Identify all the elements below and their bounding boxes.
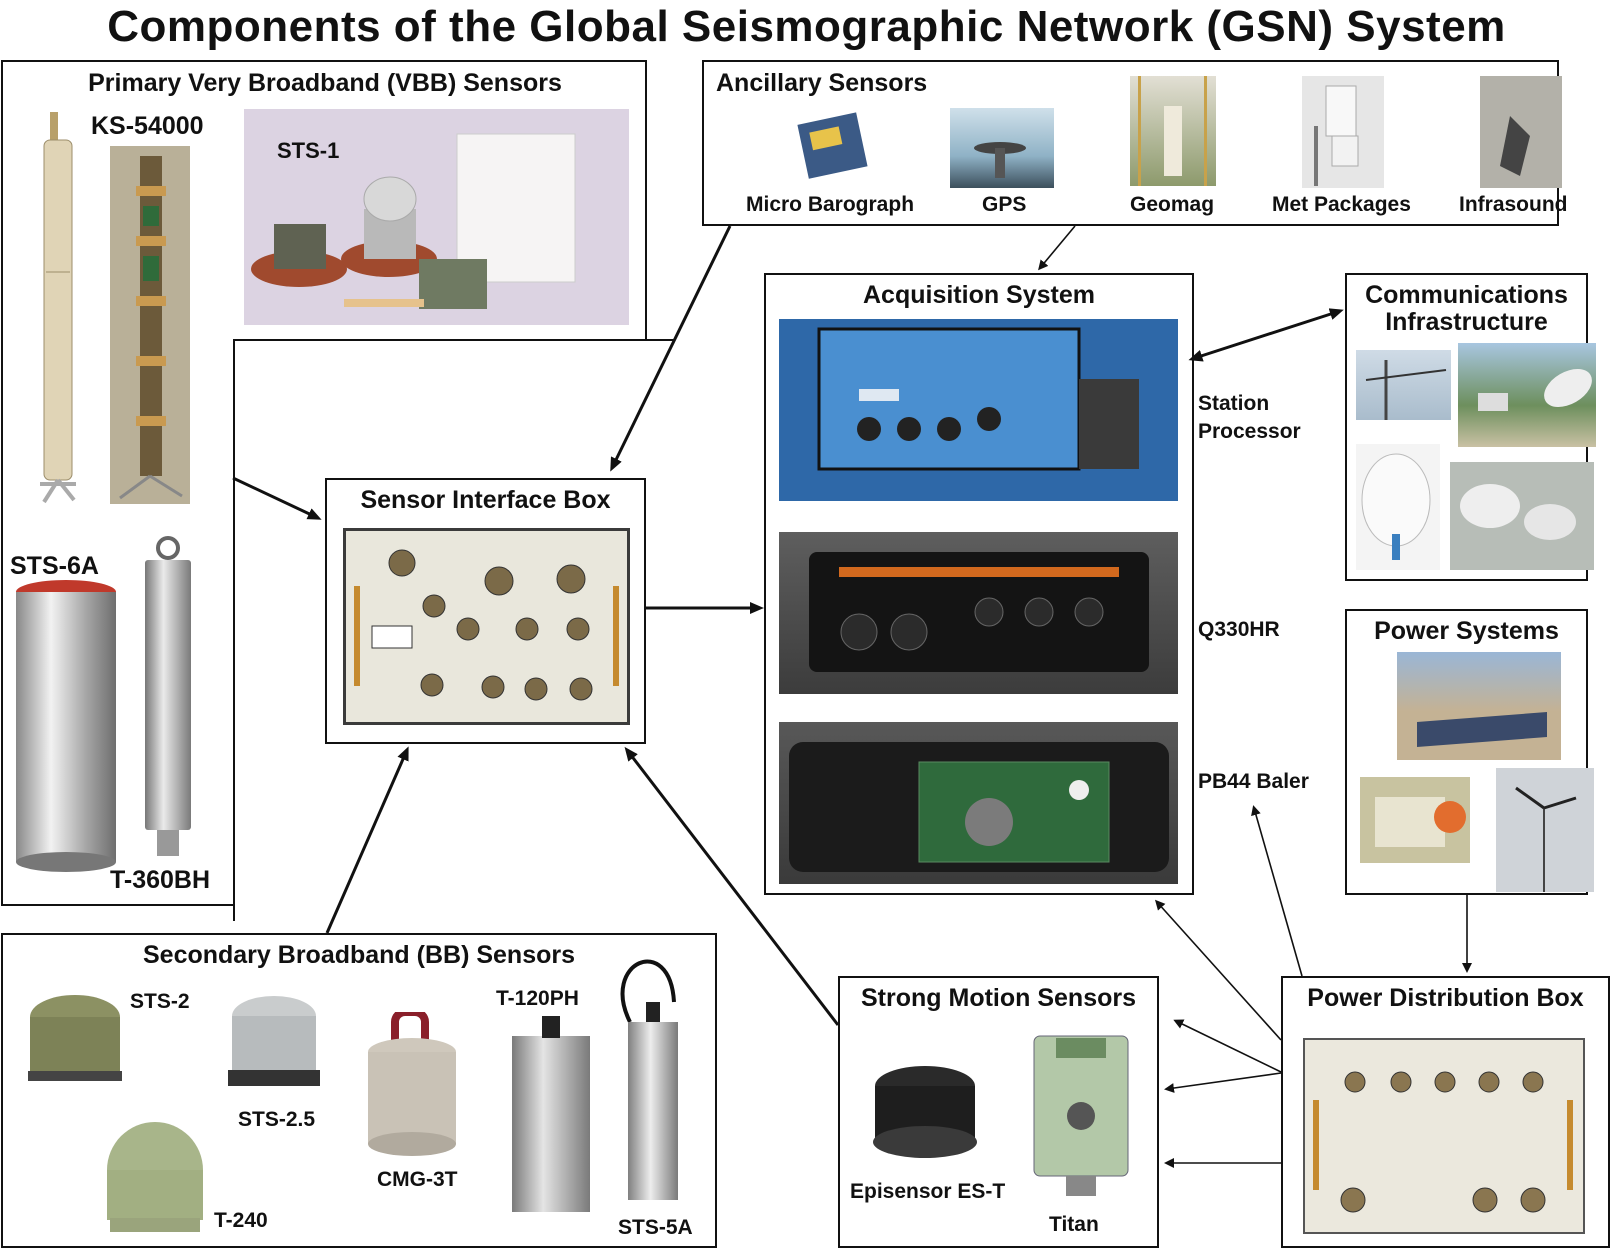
ancillary-title: Ancillary Sensors	[716, 69, 928, 97]
diagram-title: Components of the Global Seismographic N…	[107, 2, 1506, 51]
arrow-acquisition-comms	[1188, 308, 1344, 362]
episensor-photo	[870, 1060, 980, 1162]
micro-barograph-photo	[793, 108, 875, 184]
pb44-baler-label: PB44 Baler	[1198, 770, 1309, 793]
t240-sensor-photo	[104, 1118, 206, 1236]
power-distribution-box-photo	[1303, 1038, 1585, 1234]
solar-panels-photo	[1397, 652, 1561, 760]
comms-dish-array-photo	[1450, 462, 1594, 570]
titan-label: Titan	[1049, 1213, 1099, 1236]
arrow-pdb-to-strong-motion-1	[1173, 1019, 1282, 1073]
sts2-sensor-photo	[26, 987, 124, 1095]
arrow-pdb-to-acquisition	[1154, 899, 1282, 1041]
q330hr-photo	[779, 532, 1178, 694]
ancillary-item-micro-barograph: Micro Barograph	[746, 193, 915, 216]
station-processor-photo	[779, 319, 1178, 501]
secondary-title: Secondary Broadband (BB) Sensors	[142, 941, 576, 969]
sts25-label: STS-2.5	[238, 1108, 316, 1131]
sensor-interface-title: Sensor Interface Box	[360, 486, 611, 514]
gps-photo	[950, 108, 1054, 188]
vbb-title: Primary Very Broadband (VBB) Sensors	[88, 69, 562, 97]
strong-motion-title: Strong Motion Sensors	[861, 984, 1136, 1012]
t120ph-sensor-photo	[506, 1016, 596, 1216]
ancillary-item-geomag: Geomag	[1130, 193, 1215, 216]
sts6a-label: STS-6A	[10, 552, 99, 580]
infrasound-photo	[1480, 76, 1562, 188]
t240-label: T-240	[214, 1209, 268, 1232]
comms-antenna-photo	[1356, 350, 1451, 420]
sts6a-sensor-photo	[14, 578, 118, 878]
acquisition-title: Acquisition System	[863, 281, 1095, 309]
q330hr-label: Q330HR	[1198, 618, 1280, 641]
sts2-label: STS-2	[130, 990, 190, 1013]
sts1-sensor-photo	[244, 109, 629, 325]
t120ph-label: T-120PH	[496, 987, 579, 1010]
t360bh-sensor-photo	[137, 536, 197, 866]
wind-turbine-photo	[1496, 768, 1594, 892]
sts1-label: STS-1	[277, 138, 340, 163]
power-distribution-title: Power Distribution Box	[1307, 984, 1584, 1012]
arrow-pdb-to-pb44	[1251, 805, 1303, 977]
comms-large-dish-photo	[1356, 444, 1440, 570]
t360bh-label: T-360BH	[110, 866, 211, 894]
sensor-interface-box-photo	[343, 528, 630, 725]
power-systems-title: Power Systems	[1374, 617, 1559, 645]
arrow-pdb-to-strong-motion-2	[1164, 1072, 1282, 1093]
ancillary-item-met-packages: Met Packages	[1272, 193, 1411, 216]
ancillary-item-infrasound: Infrasound	[1459, 193, 1568, 216]
cmg3t-sensor-photo	[365, 1012, 460, 1158]
power-outlet-photo	[1360, 777, 1470, 863]
cmg3t-label: CMG-3T	[377, 1168, 458, 1191]
met-packages-photo	[1302, 76, 1384, 188]
sts5a-label: STS-5A	[618, 1216, 693, 1239]
sts5a-sensor-photo	[610, 942, 690, 1212]
comms-dish-station-photo	[1458, 343, 1596, 447]
ks54000-borehole-sensor-photo	[38, 112, 78, 504]
ks54000-internals-photo	[110, 146, 190, 504]
geomag-photo	[1130, 76, 1216, 186]
pb44-baler-photo	[779, 722, 1178, 884]
station-processor-label: Station Processor	[1198, 392, 1301, 443]
episensor-label: Episensor ES-T	[850, 1180, 1006, 1203]
ks54000-label: KS-54000	[91, 112, 204, 140]
communications-title: Communications Infrastructure	[1365, 281, 1568, 336]
sts25-sensor-photo	[228, 990, 320, 1096]
ancillary-item-gps: GPS	[982, 193, 1027, 216]
titan-photo	[1026, 1018, 1136, 1200]
arrow-ancillary-to-acquisition	[1038, 225, 1076, 271]
